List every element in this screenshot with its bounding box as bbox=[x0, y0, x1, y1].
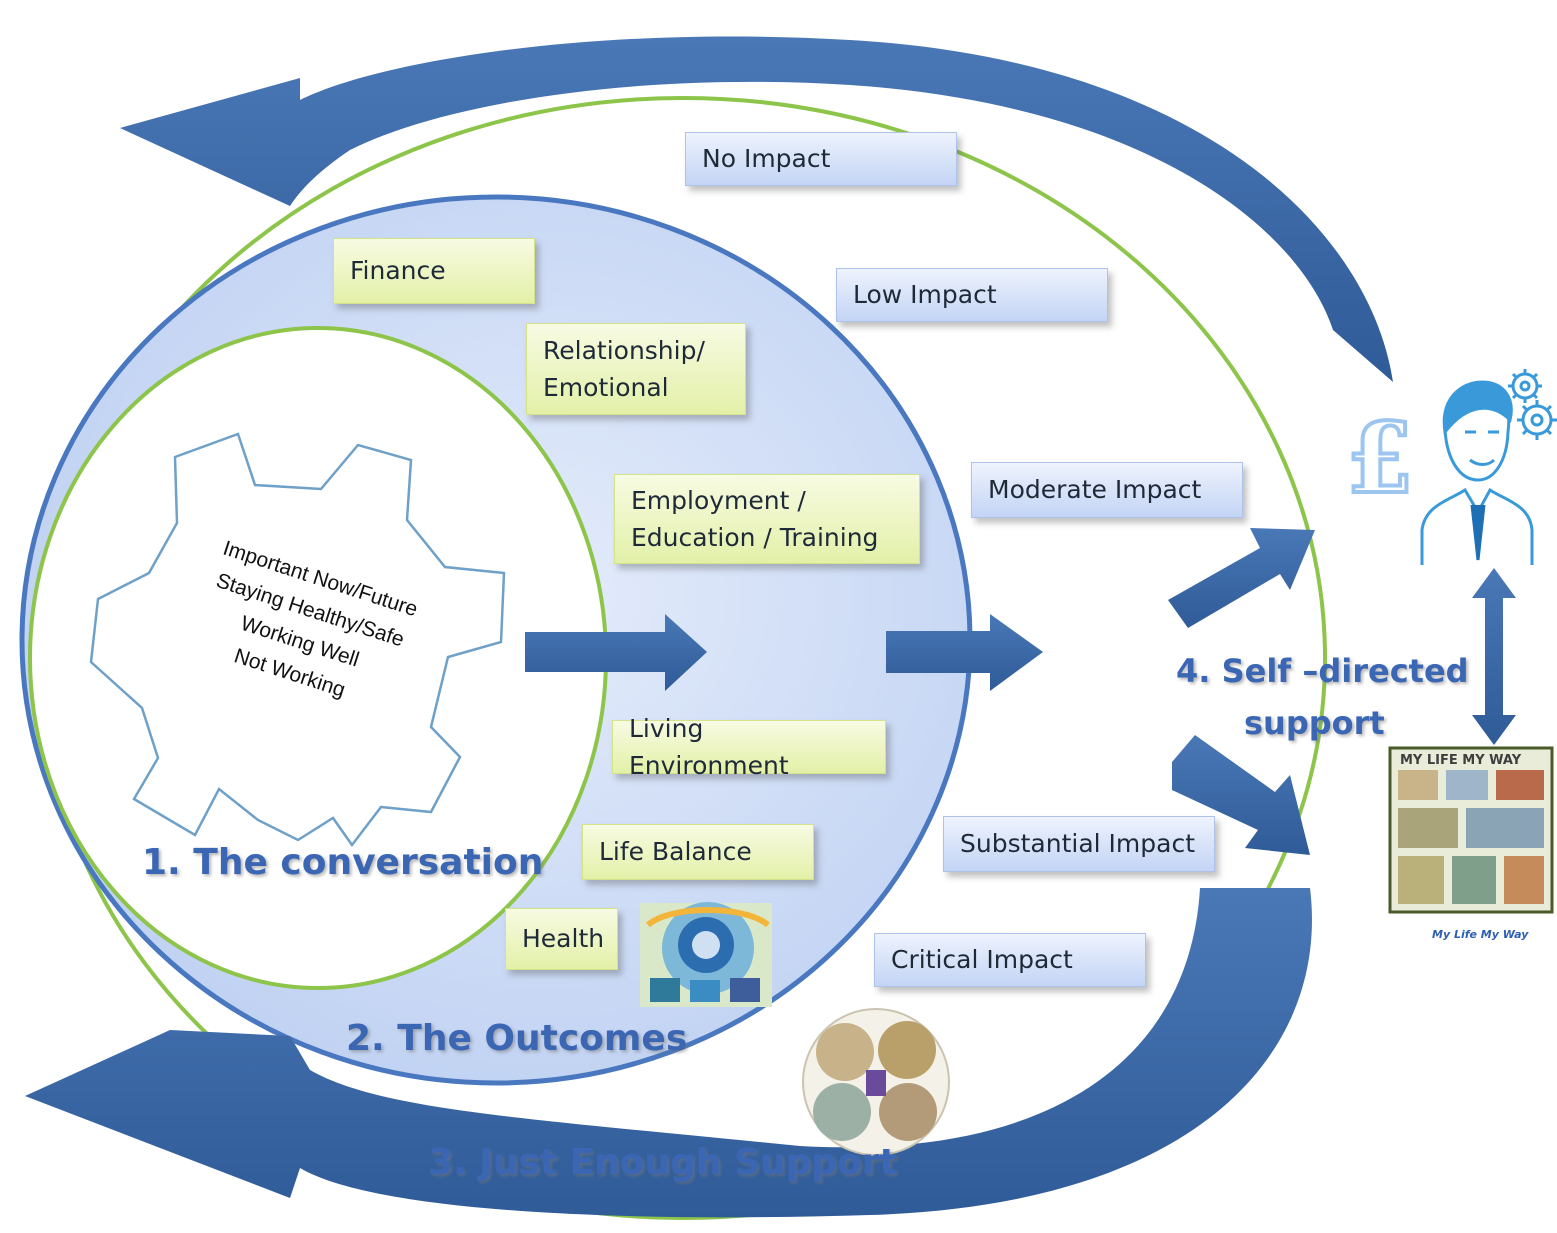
impact-critical: Critical Impact bbox=[874, 933, 1146, 987]
outcome-label: Emotional bbox=[543, 373, 669, 402]
outcome-label: Health bbox=[522, 924, 605, 954]
outcome-health: Health bbox=[505, 908, 618, 970]
arrow-up-to-self-directed bbox=[1168, 528, 1315, 628]
step-self-directed-label-line2: support bbox=[1244, 704, 1385, 742]
poster-caption: My Life My Way bbox=[1432, 928, 1529, 941]
pound-sign-icon: £ bbox=[1345, 400, 1416, 517]
gears-icon bbox=[1508, 369, 1557, 440]
my-life-my-way-poster: MY LIFE MY WAY bbox=[1388, 746, 1554, 914]
outcome-label: Living Environment bbox=[629, 713, 789, 781]
outcome-living-environment: Living Environment bbox=[612, 714, 886, 780]
impact-substantial: Substantial Impact bbox=[943, 816, 1215, 872]
impact-label: Low Impact bbox=[853, 280, 997, 310]
person-icon bbox=[1420, 380, 1534, 565]
outcome-employment: Employment / Education / Training bbox=[614, 474, 920, 564]
step-support-label: 3. Just Enough Support bbox=[428, 1142, 897, 1183]
impact-label: No Impact bbox=[702, 144, 831, 174]
arrow-outcomes-to-impact bbox=[886, 614, 1043, 691]
impact-no: No Impact bbox=[685, 132, 957, 186]
svg-text:£: £ bbox=[1347, 402, 1414, 515]
impact-label: Critical Impact bbox=[891, 945, 1073, 975]
impact-label: Substantial Impact bbox=[960, 829, 1195, 859]
outcome-label: Life Balance bbox=[599, 837, 752, 867]
outcome-label: Employment / bbox=[631, 485, 806, 515]
outcome-label: Finance bbox=[350, 256, 446, 286]
top-curved-arrow bbox=[120, 36, 1393, 383]
poster-title: MY LIFE MY WAY bbox=[1400, 753, 1522, 768]
step-self-directed-label-line1: 4. Self –directed bbox=[1176, 652, 1469, 690]
vertical-double-arrow bbox=[1472, 568, 1516, 745]
outcome-label: Relationship/ bbox=[543, 335, 705, 365]
step-outcomes-label: 2. The Outcomes bbox=[346, 1018, 688, 1059]
impact-label: Moderate Impact bbox=[988, 475, 1202, 505]
arrow-conversation-to-outcomes bbox=[525, 614, 707, 691]
step-conversation-label: 1. The conversation bbox=[142, 842, 544, 883]
outcome-relationship: Relationship/ Emotional bbox=[526, 323, 746, 415]
arrow-down-to-self-directed bbox=[1172, 735, 1310, 855]
health-illustration-image bbox=[640, 902, 772, 1007]
outcome-finance: Finance bbox=[333, 238, 535, 304]
outcome-label: Education / Training bbox=[631, 523, 879, 552]
impact-low: Low Impact bbox=[836, 268, 1108, 322]
gear-outline bbox=[89, 432, 506, 848]
bottom-curved-arrow bbox=[25, 888, 1312, 1218]
outcome-life-balance: Life Balance bbox=[582, 824, 814, 880]
impact-moderate: Moderate Impact bbox=[971, 462, 1243, 518]
outcomes-wheel-image bbox=[802, 1008, 950, 1156]
